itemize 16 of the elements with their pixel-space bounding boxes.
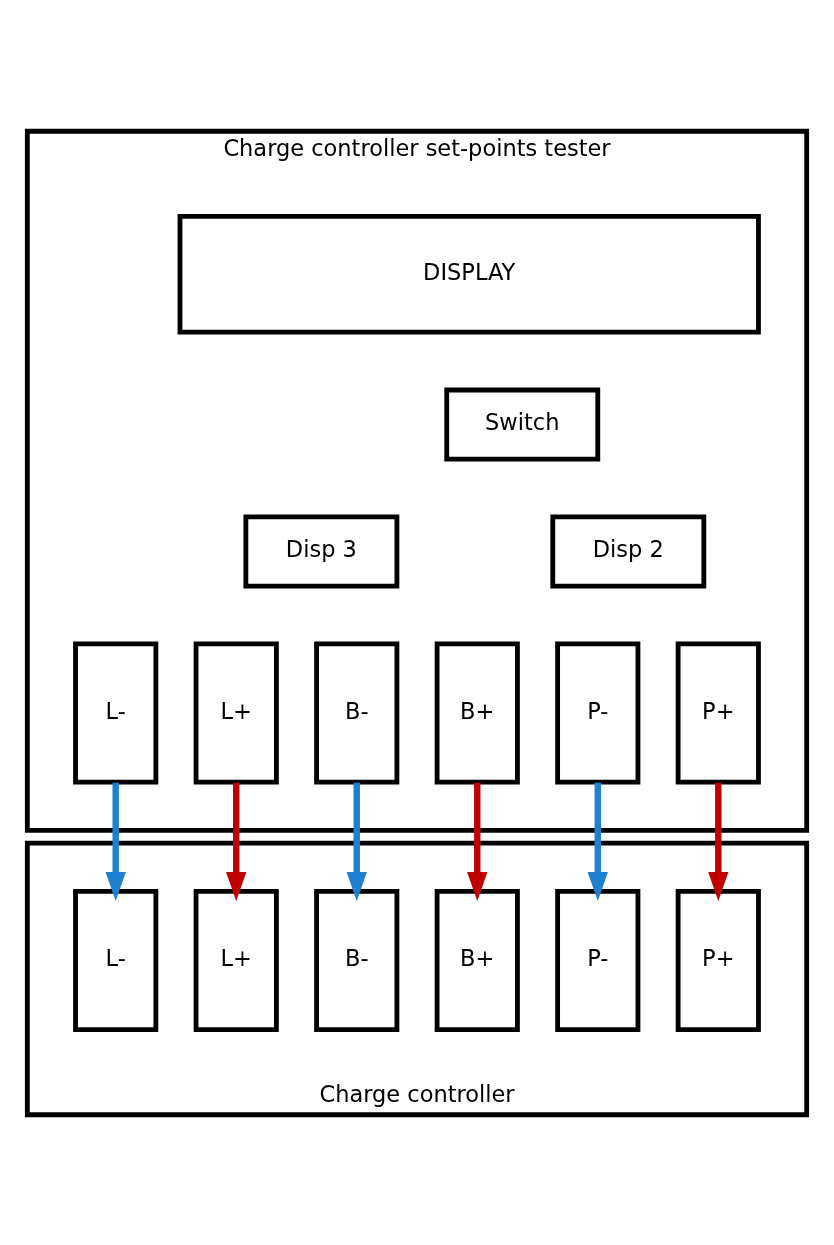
node-box: P+: [675, 888, 761, 1032]
node-box: P+: [675, 641, 761, 784]
node-box: Disp 3: [243, 514, 400, 588]
node-box: Disp 2: [550, 514, 707, 588]
node-box: Switch: [444, 387, 601, 461]
node-box: B+: [434, 888, 520, 1032]
node-box: DISPLAY: [177, 213, 761, 335]
node-box: B-: [314, 641, 400, 784]
node-box: B-: [314, 888, 400, 1032]
node-box: P-: [555, 888, 641, 1032]
node-box: L+: [193, 888, 279, 1032]
node-box: B+: [434, 641, 520, 784]
node-box: L+: [193, 641, 279, 784]
node-box: P-: [555, 641, 641, 784]
node-box: L-: [73, 888, 159, 1032]
node-box: L-: [73, 641, 159, 784]
